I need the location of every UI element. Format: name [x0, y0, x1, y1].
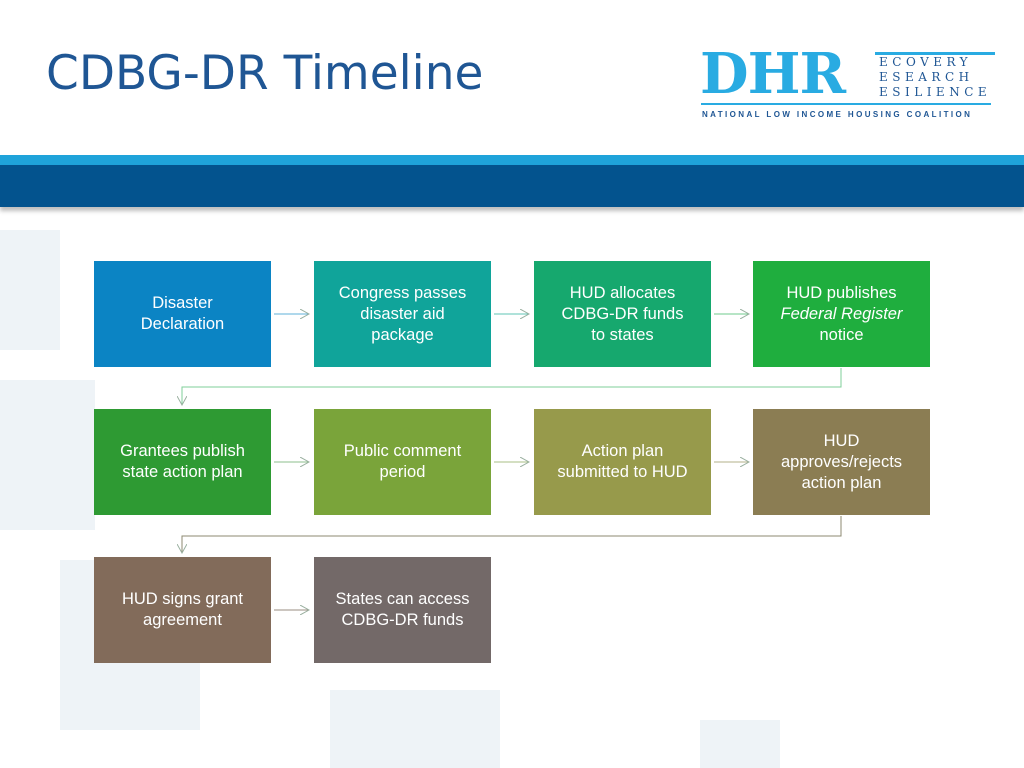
step-congress-passes-package: Congress passes disaster aid package: [314, 261, 491, 367]
logo-subtitle: NATIONAL LOW INCOME HOUSING COALITION: [702, 110, 973, 119]
background-shape: [330, 690, 500, 768]
background-shape: [700, 720, 780, 768]
logo-divider: [701, 103, 991, 105]
logo-word-recovery: ECOVERY: [879, 55, 973, 69]
step-label-italic: Federal Register: [780, 304, 903, 323]
step-label-pre: HUD publishes: [786, 283, 897, 302]
step-label: HUD signs grant agreement: [121, 590, 244, 629]
logo-letters: DHR: [700, 41, 846, 107]
logo-word-resilience: ESILIENCE: [879, 85, 992, 99]
step-label: Congress passes disaster aid package: [338, 283, 467, 344]
step-label: Disaster Declaration: [140, 294, 225, 333]
step-label: Action plan submitted to HUD: [557, 442, 688, 481]
step-action-plan-submitted: Action plan submitted to HUD: [534, 409, 711, 515]
step-states-access-funds: States can access CDBG-DR funds: [314, 557, 491, 663]
slide-header: CDBG-DR Timeline DHR ECOVERY ESEARCH ESI…: [0, 0, 1024, 155]
step-label: HUD publishes Federal Register notice: [781, 283, 903, 346]
step-label: Public comment period: [343, 442, 462, 481]
header-band-light: [0, 155, 1024, 165]
connector-row2-row3: [182, 516, 842, 553]
step-disaster-declaration: Disaster Declaration: [94, 261, 271, 367]
background-shape: [0, 230, 60, 350]
step-hud-signs-agreement: HUD signs grant agreement: [94, 557, 271, 663]
background-shape: [0, 380, 95, 530]
connector-row1-row2: [182, 368, 842, 405]
step-hud-publishes-notice: HUD publishes Federal Register notice: [753, 261, 930, 367]
logo-words: ECOVERY ESEARCH ESILIENCE: [875, 52, 995, 100]
step-grantees-publish-plan: Grantees publish state action plan: [94, 409, 271, 515]
step-public-comment-period: Public comment period: [314, 409, 491, 515]
header-band-dark: [0, 165, 1024, 207]
step-label: States can access CDBG-DR funds: [335, 590, 470, 629]
step-hud-allocates-funds: HUD allocates CDBG-DR funds to states: [534, 261, 711, 367]
step-label: HUD approves/rejects action plan: [780, 431, 903, 492]
page-title: CDBG-DR Timeline: [46, 46, 484, 101]
step-label: Grantees publish state action plan: [120, 442, 245, 481]
step-hud-approves-rejects: HUD approves/rejects action plan: [753, 409, 930, 515]
logo-word-research: ESEARCH: [879, 70, 974, 84]
dhr-logo: DHR ECOVERY ESEARCH ESILIENCE NATIONAL L…: [700, 44, 1000, 124]
step-label: HUD allocates CDBG-DR funds to states: [561, 283, 684, 344]
step-label-post: notice: [819, 325, 864, 344]
